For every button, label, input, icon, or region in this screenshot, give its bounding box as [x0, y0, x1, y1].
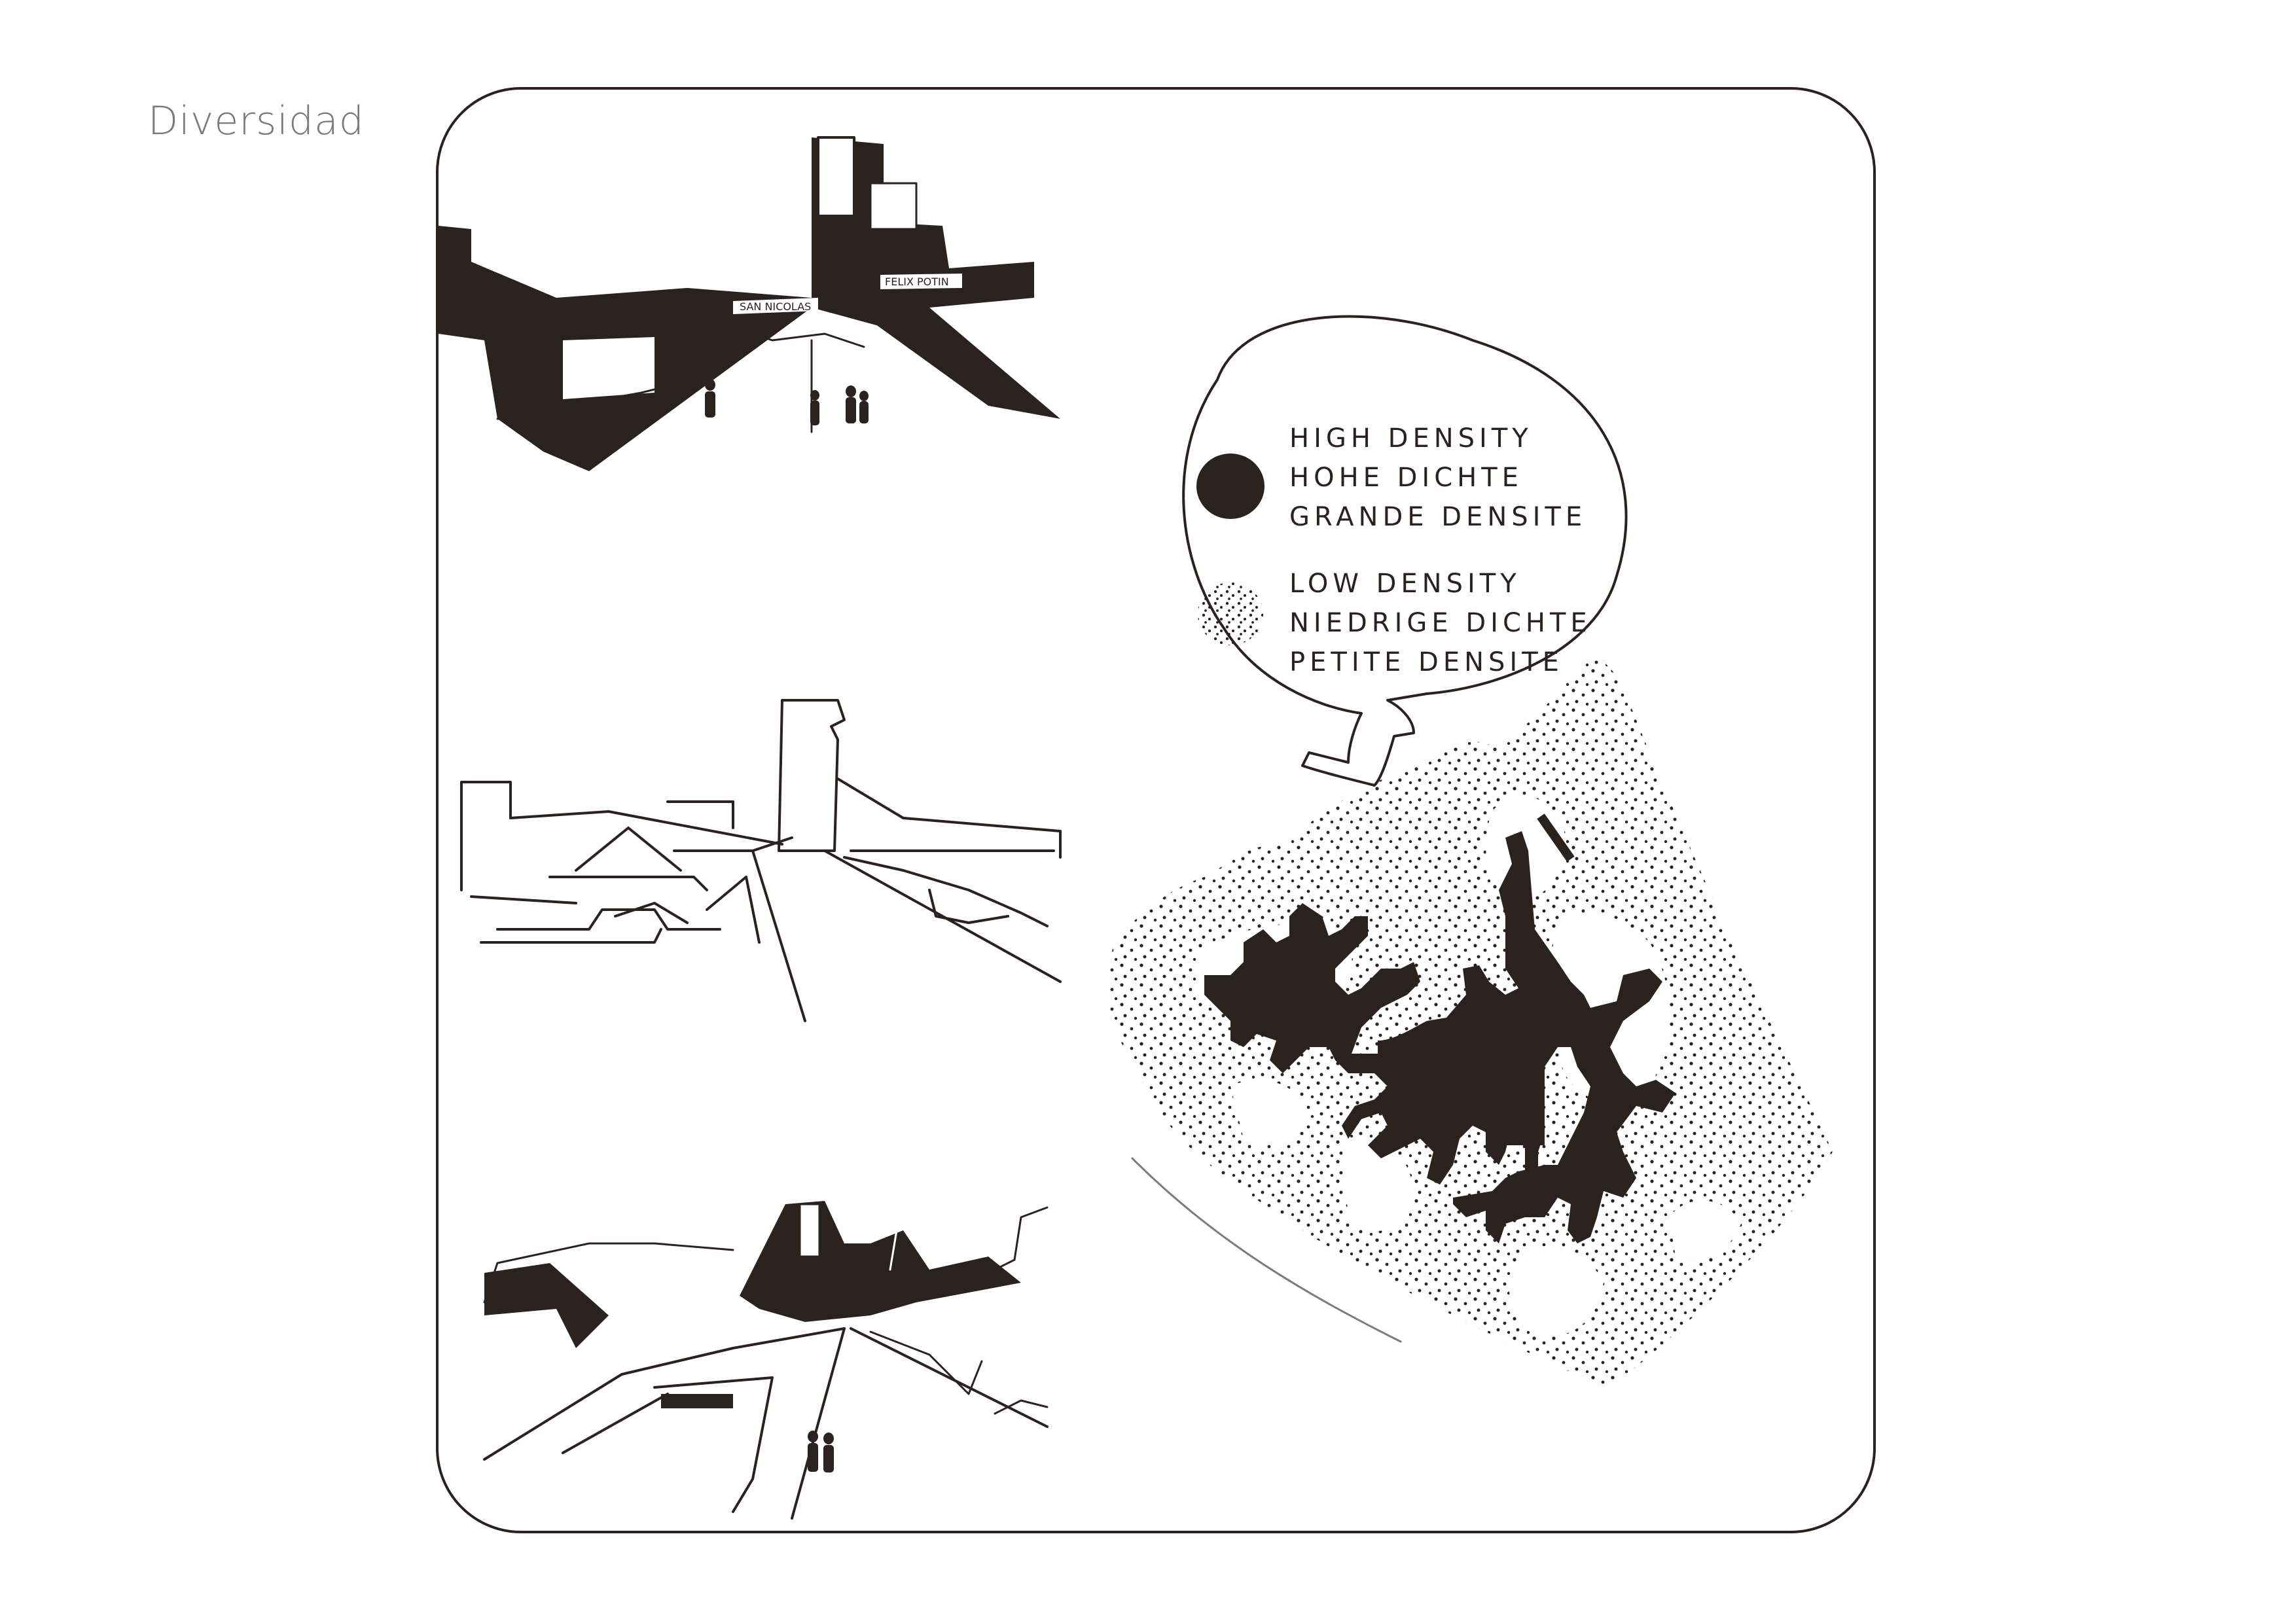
svg-text:FELIX POTIN: FELIX POTIN: [885, 276, 949, 288]
high-density-swatch: [1196, 454, 1265, 519]
high-density-label-en: HIGH DENSITY: [1289, 419, 1587, 458]
plaza-perspective-sketch: [461, 700, 1060, 1021]
low-density-label-fr: PETITE DENSITE: [1289, 643, 1592, 682]
high-density-legend: HIGH DENSITY HOHE DICHTE GRANDE DENSITE: [1289, 419, 1587, 537]
street-perspective-sketch: CINEMA SAN NICOLAS FELIX POTIN: [439, 137, 1060, 471]
low-density-swatch: [1198, 582, 1263, 645]
high-density-label-de: HOHE DICHTE: [1289, 458, 1587, 497]
low-density-label-en: LOW DENSITY: [1289, 564, 1592, 603]
low-density-legend: LOW DENSITY NIEDRIGE DICHTE PETITE DENSI…: [1289, 564, 1592, 682]
promenade-perspective-sketch: [484, 1201, 1047, 1518]
svg-text:SAN NICOLAS: SAN NICOLAS: [740, 300, 811, 313]
density-map: [1107, 660, 1833, 1387]
high-density-label-fr: GRANDE DENSITE: [1289, 497, 1587, 537]
low-density-label-de: NIEDRIGE DICHTE: [1289, 603, 1592, 643]
svg-text:CINEMA: CINEMA: [579, 344, 656, 363]
